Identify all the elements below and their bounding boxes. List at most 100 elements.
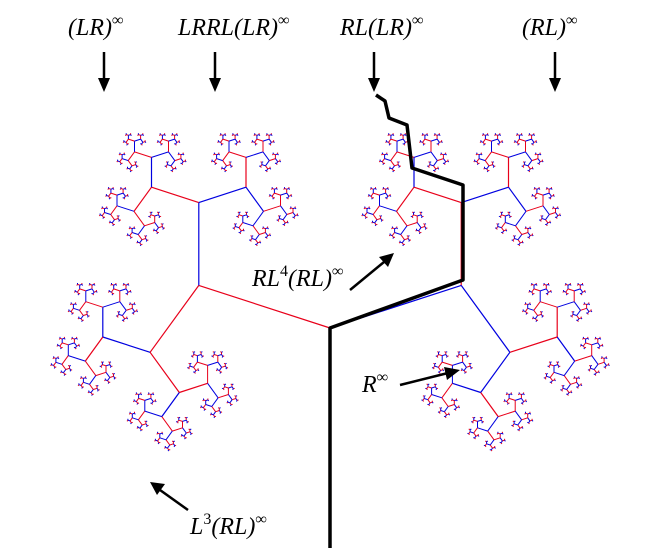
right-branch — [436, 134, 440, 136]
right-branch — [379, 160, 383, 163]
right-branch — [586, 303, 589, 305]
left-branch — [128, 290, 131, 293]
left-branch — [464, 351, 467, 353]
right-branch — [527, 232, 531, 236]
right-branch — [107, 377, 111, 381]
left-branch — [107, 291, 110, 293]
left-branch — [533, 310, 539, 316]
right-branch — [587, 338, 590, 340]
left-branch — [439, 141, 442, 143]
left-branch — [498, 410, 516, 418]
left-branch — [530, 167, 533, 170]
right-branch — [154, 214, 159, 217]
left-branch — [525, 205, 544, 212]
right-branch — [454, 407, 458, 410]
left-branch — [473, 432, 477, 437]
left-branch — [486, 168, 489, 172]
right-branch — [265, 160, 270, 167]
right-branch — [477, 419, 482, 422]
right-branch — [136, 403, 139, 405]
right-branch — [269, 234, 272, 237]
right-branch — [175, 167, 177, 170]
right-branch — [212, 411, 217, 416]
left-branch — [198, 284, 331, 329]
left-branch — [437, 143, 440, 146]
right-branch — [373, 188, 376, 190]
left-branch — [283, 188, 285, 190]
right-branch — [92, 291, 95, 295]
right-branch — [548, 188, 552, 190]
left-branch — [257, 241, 261, 244]
right-branch — [213, 416, 216, 419]
right-branch — [131, 232, 139, 235]
left-branch — [250, 235, 253, 237]
left-branch — [142, 141, 146, 143]
right-branch — [486, 443, 491, 446]
right-branch — [497, 223, 500, 225]
left-branch — [503, 400, 506, 403]
left-branch — [266, 170, 268, 173]
left-branch — [373, 192, 380, 196]
right-branch — [224, 365, 228, 369]
left-branch — [234, 395, 236, 397]
right-branch — [417, 214, 422, 217]
left-branch — [284, 188, 287, 190]
left-branch — [76, 288, 81, 293]
right-branch — [590, 310, 593, 313]
right-branch — [399, 241, 403, 244]
left-branch — [525, 227, 529, 230]
right-branch — [297, 214, 299, 217]
left-branch — [443, 163, 446, 166]
left-branch — [472, 419, 475, 423]
left-branch — [522, 164, 525, 167]
right-branch — [230, 166, 232, 168]
right-branch — [150, 393, 154, 395]
right-branch — [476, 163, 479, 165]
right-branch — [205, 404, 212, 407]
left-branch — [150, 214, 155, 217]
left-branch — [403, 143, 406, 146]
left-branch — [231, 398, 236, 401]
left-branch — [129, 235, 132, 238]
left-branch — [371, 221, 373, 224]
left-branch — [413, 214, 418, 217]
right-branch — [142, 134, 145, 136]
left-branch — [151, 186, 199, 204]
right-branch — [525, 151, 533, 161]
left-branch — [530, 284, 533, 286]
left-branch — [171, 134, 173, 136]
right-branch — [74, 345, 78, 349]
right-branch — [73, 342, 78, 347]
right-branch — [55, 357, 59, 359]
right-branch — [525, 313, 528, 315]
left-branch — [149, 351, 180, 393]
left-branch — [427, 399, 431, 404]
left-branch — [74, 347, 77, 350]
right-branch — [89, 375, 97, 385]
right-branch — [189, 365, 194, 368]
right-branch — [590, 365, 593, 367]
left-branch — [212, 351, 215, 353]
right-branch — [430, 138, 438, 142]
right-branch — [372, 221, 375, 224]
left-branch — [59, 342, 63, 347]
right-branch — [159, 437, 167, 441]
right-branch — [513, 423, 518, 426]
left-branch — [536, 192, 544, 196]
left-branch — [139, 427, 142, 431]
right-branch — [546, 291, 549, 295]
left-branch — [457, 351, 460, 353]
right-branch — [122, 192, 126, 197]
right-branch — [112, 188, 115, 190]
left-branch — [411, 214, 414, 217]
left-branch — [501, 227, 505, 232]
right-branch — [542, 205, 550, 215]
right-branch — [437, 411, 440, 413]
right-branch — [125, 288, 129, 293]
left-branch — [546, 293, 549, 296]
right-branch — [218, 153, 221, 156]
right-branch — [384, 158, 391, 162]
left-branch — [406, 222, 418, 227]
left-branch — [93, 387, 98, 390]
right-branch — [461, 186, 509, 204]
